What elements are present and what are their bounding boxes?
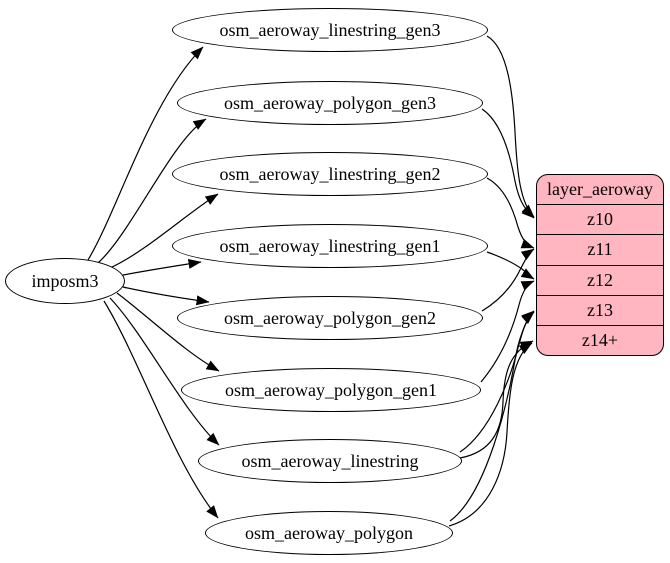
layer-row-z13: z13	[537, 294, 663, 325]
edge-polygon-to-z13	[449, 311, 535, 522]
edge-linestring-gen1-to-z12	[486, 251, 535, 280]
layer-row-z14plus: z14+	[537, 324, 663, 355]
edge-polygon-gen1-to-z12	[480, 280, 535, 383]
node-imposm3: imposm3	[5, 258, 125, 304]
layer-title: layer_aeroway	[547, 179, 653, 200]
edge-imposm3-to-polygon-gen2	[122, 286, 210, 306]
edge-polygon-gen2-to-z11	[481, 248, 535, 312]
node-osm-aeroway-polygon: osm_aeroway_polygon	[205, 511, 453, 555]
edge-imposm3-to-polygon-gen1	[116, 292, 220, 372]
layer-row-z12: z12	[537, 264, 663, 295]
edge-imposm3-to-polygon-gen3	[97, 118, 207, 264]
node-osm-aeroway-linestring-gen1: osm_aeroway_linestring_gen1	[172, 224, 488, 268]
node-layer-aeroway: layer_aeroway z10 z11 z12 z13 z14+	[536, 174, 664, 356]
node-osm-aeroway-linestring-gen2: osm_aeroway_linestring_gen2	[172, 152, 488, 196]
node-osm-aeroway-linestring-gen3: osm_aeroway_linestring_gen3	[172, 8, 488, 52]
layer-row-z10: z10	[537, 204, 663, 234]
edge-linestring-gen2-to-z11	[486, 177, 535, 249]
node-osm-aeroway-polygon-gen3: osm_aeroway_polygon_gen3	[177, 81, 483, 125]
edge-imposm3-to-linestring-gen2	[109, 193, 219, 269]
edge-imposm3-to-linestring-gen1	[122, 258, 202, 276]
edge-linestring-gen3-to-z10	[486, 35, 535, 218]
edge-imposm3-to-linestring	[109, 297, 220, 446]
edge-imposm3-to-polygon	[103, 300, 219, 519]
node-osm-aeroway-polygon-gen1: osm_aeroway_polygon_gen1	[181, 368, 481, 412]
edge-imposm3-to-linestring-gen3	[87, 46, 204, 261]
edge-polygon-to-z14	[448, 342, 533, 527]
edge-polygon-gen3-to-z10	[481, 108, 535, 219]
layer-row-z11: z11	[537, 234, 663, 264]
node-osm-aeroway-polygon-gen2: osm_aeroway_polygon_gen2	[177, 296, 483, 340]
node-osm-aeroway-linestring: osm_aeroway_linestring	[198, 439, 462, 483]
edge-linestring-to-z14	[459, 340, 534, 459]
